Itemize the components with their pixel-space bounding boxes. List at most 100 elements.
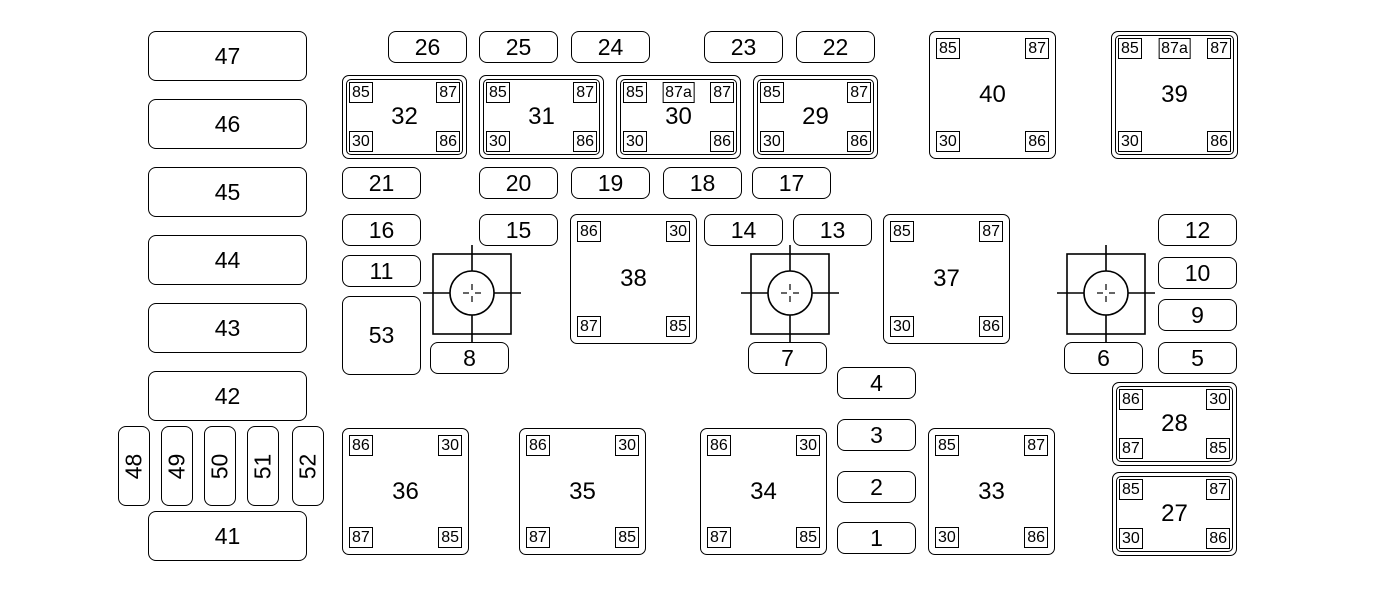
relay-34-label: 34 <box>750 477 777 505</box>
relay-29-pin: 87 <box>847 82 871 103</box>
relay-34: 86 30 87 85 34 <box>700 428 827 555</box>
relay-28-outline <box>1116 386 1233 462</box>
relay-27: 85 87 30 86 27 <box>1112 472 1237 556</box>
fuse-13: 13 <box>793 214 872 246</box>
relay-28-pin: 86 <box>1119 389 1143 410</box>
relay-36-pin: 85 <box>438 527 462 548</box>
relay-30-pin: 85 <box>623 82 647 103</box>
fuse-47: 47 <box>148 31 307 81</box>
relay-37-pin: 85 <box>890 221 914 242</box>
mounting-bolt-icon <box>1057 245 1155 343</box>
fuse-2: 2 <box>837 471 916 503</box>
fuse-49: 49 <box>161 426 193 506</box>
fuse-51: 51 <box>247 426 279 506</box>
mounting-bolt-icon <box>423 245 521 343</box>
fuse-41: 41 <box>148 511 307 561</box>
relay-38-pin: 86 <box>577 221 601 242</box>
fuse-44: 44 <box>148 235 307 285</box>
relay-35-label: 35 <box>569 477 596 505</box>
fuse-1: 1 <box>837 522 916 554</box>
relay-40-pin: 30 <box>936 131 960 152</box>
fuse-46: 46 <box>148 99 307 149</box>
relay-33-pin: 30 <box>935 527 959 548</box>
relay-27-pin: 30 <box>1119 528 1143 549</box>
relay-31-pin: 85 <box>486 82 510 103</box>
fuse-11: 11 <box>342 255 421 287</box>
fuse-19: 19 <box>571 167 650 199</box>
relay-39-outline <box>1115 35 1234 155</box>
relay-37-pin: 87 <box>979 221 1003 242</box>
relay-40-label: 40 <box>979 81 1006 108</box>
relay-38-pin: 30 <box>666 221 690 242</box>
relay-37-pin: 30 <box>890 316 914 337</box>
fuse-7: 7 <box>748 342 827 374</box>
relay-35-pin: 85 <box>615 527 639 548</box>
relay-27-pin: 85 <box>1119 479 1143 500</box>
fuse-52-label: 52 <box>294 453 321 479</box>
relay-35: 86 30 87 85 35 <box>519 428 646 555</box>
relay-30-pin: 30 <box>623 131 647 152</box>
relay-30-pin: 86 <box>710 131 734 152</box>
fuse-50: 50 <box>204 426 236 506</box>
relay-33-pin: 86 <box>1024 527 1048 548</box>
fuse-18: 18 <box>663 167 742 199</box>
relay-32-pin: 87 <box>436 82 460 103</box>
fuse-8: 8 <box>430 342 509 374</box>
fuse-17: 17 <box>752 167 831 199</box>
fuse-23: 23 <box>704 31 783 63</box>
relay-30-pin: 87a <box>662 82 695 103</box>
relay-37: 85 87 30 86 37 <box>883 214 1010 344</box>
relay-37-label: 37 <box>933 265 960 292</box>
relay-31-pin: 86 <box>573 131 597 152</box>
relay-27-pin: 86 <box>1206 528 1230 549</box>
fuse-26: 26 <box>388 31 467 63</box>
fuse-6: 6 <box>1064 342 1143 374</box>
relay-40-pin: 85 <box>936 38 960 59</box>
relay-36-pin: 30 <box>438 435 462 456</box>
relay-33-label: 33 <box>978 477 1005 505</box>
relay-36-label: 36 <box>392 477 419 505</box>
relay-32: 85 87 30 86 32 <box>342 75 467 159</box>
relay-35-pin: 86 <box>526 435 550 456</box>
fuse-24: 24 <box>571 31 650 63</box>
relay-33-pin: 87 <box>1024 435 1048 456</box>
fuse-45: 45 <box>148 167 307 217</box>
relay-30-label: 30 <box>665 103 692 130</box>
fuse-49-label: 49 <box>163 453 190 479</box>
relay-39-pin: 30 <box>1118 131 1142 152</box>
relay-39-pin: 87a <box>1158 38 1191 59</box>
fuse-12: 12 <box>1158 214 1237 246</box>
relay-30: 85 87a 87 30 86 30 <box>616 75 741 159</box>
relay-29-pin: 30 <box>760 131 784 152</box>
relay-28: 86 30 87 85 28 <box>1112 382 1237 466</box>
relay-39: 85 87a 87 30 86 39 <box>1111 31 1238 159</box>
relay-30-pin: 87 <box>710 82 734 103</box>
relay-37-pin: 86 <box>979 316 1003 337</box>
relay-39-pin: 86 <box>1207 131 1231 152</box>
fuse-53: 53 <box>342 296 421 375</box>
relay-34-pin: 87 <box>707 527 731 548</box>
fuse-20: 20 <box>479 167 558 199</box>
relay-35-pin: 87 <box>526 527 550 548</box>
relay-31-label: 31 <box>528 103 555 130</box>
relay-40: 85 87 30 86 40 <box>929 31 1056 159</box>
fuse-48: 48 <box>118 426 150 506</box>
fuse-4: 4 <box>837 367 916 399</box>
relay-35-pin: 30 <box>615 435 639 456</box>
fuse-42: 42 <box>148 371 307 421</box>
relay-39-pin: 87 <box>1207 38 1231 59</box>
relay-34-pin: 85 <box>796 527 820 548</box>
fuse-5: 5 <box>1158 342 1237 374</box>
relay-28-label: 28 <box>1161 410 1188 437</box>
relay-34-pin: 30 <box>796 435 820 456</box>
relay-33-pin: 85 <box>935 435 959 456</box>
relay-29-label: 29 <box>802 103 829 130</box>
relay-39-label: 39 <box>1161 81 1188 108</box>
relay-32-label: 32 <box>391 103 418 130</box>
relay-34-pin: 86 <box>707 435 731 456</box>
fuse-9: 9 <box>1158 299 1237 331</box>
relay-27-outline <box>1116 476 1233 552</box>
mounting-bolt-icon <box>741 245 839 343</box>
fuse-3: 3 <box>837 419 916 451</box>
